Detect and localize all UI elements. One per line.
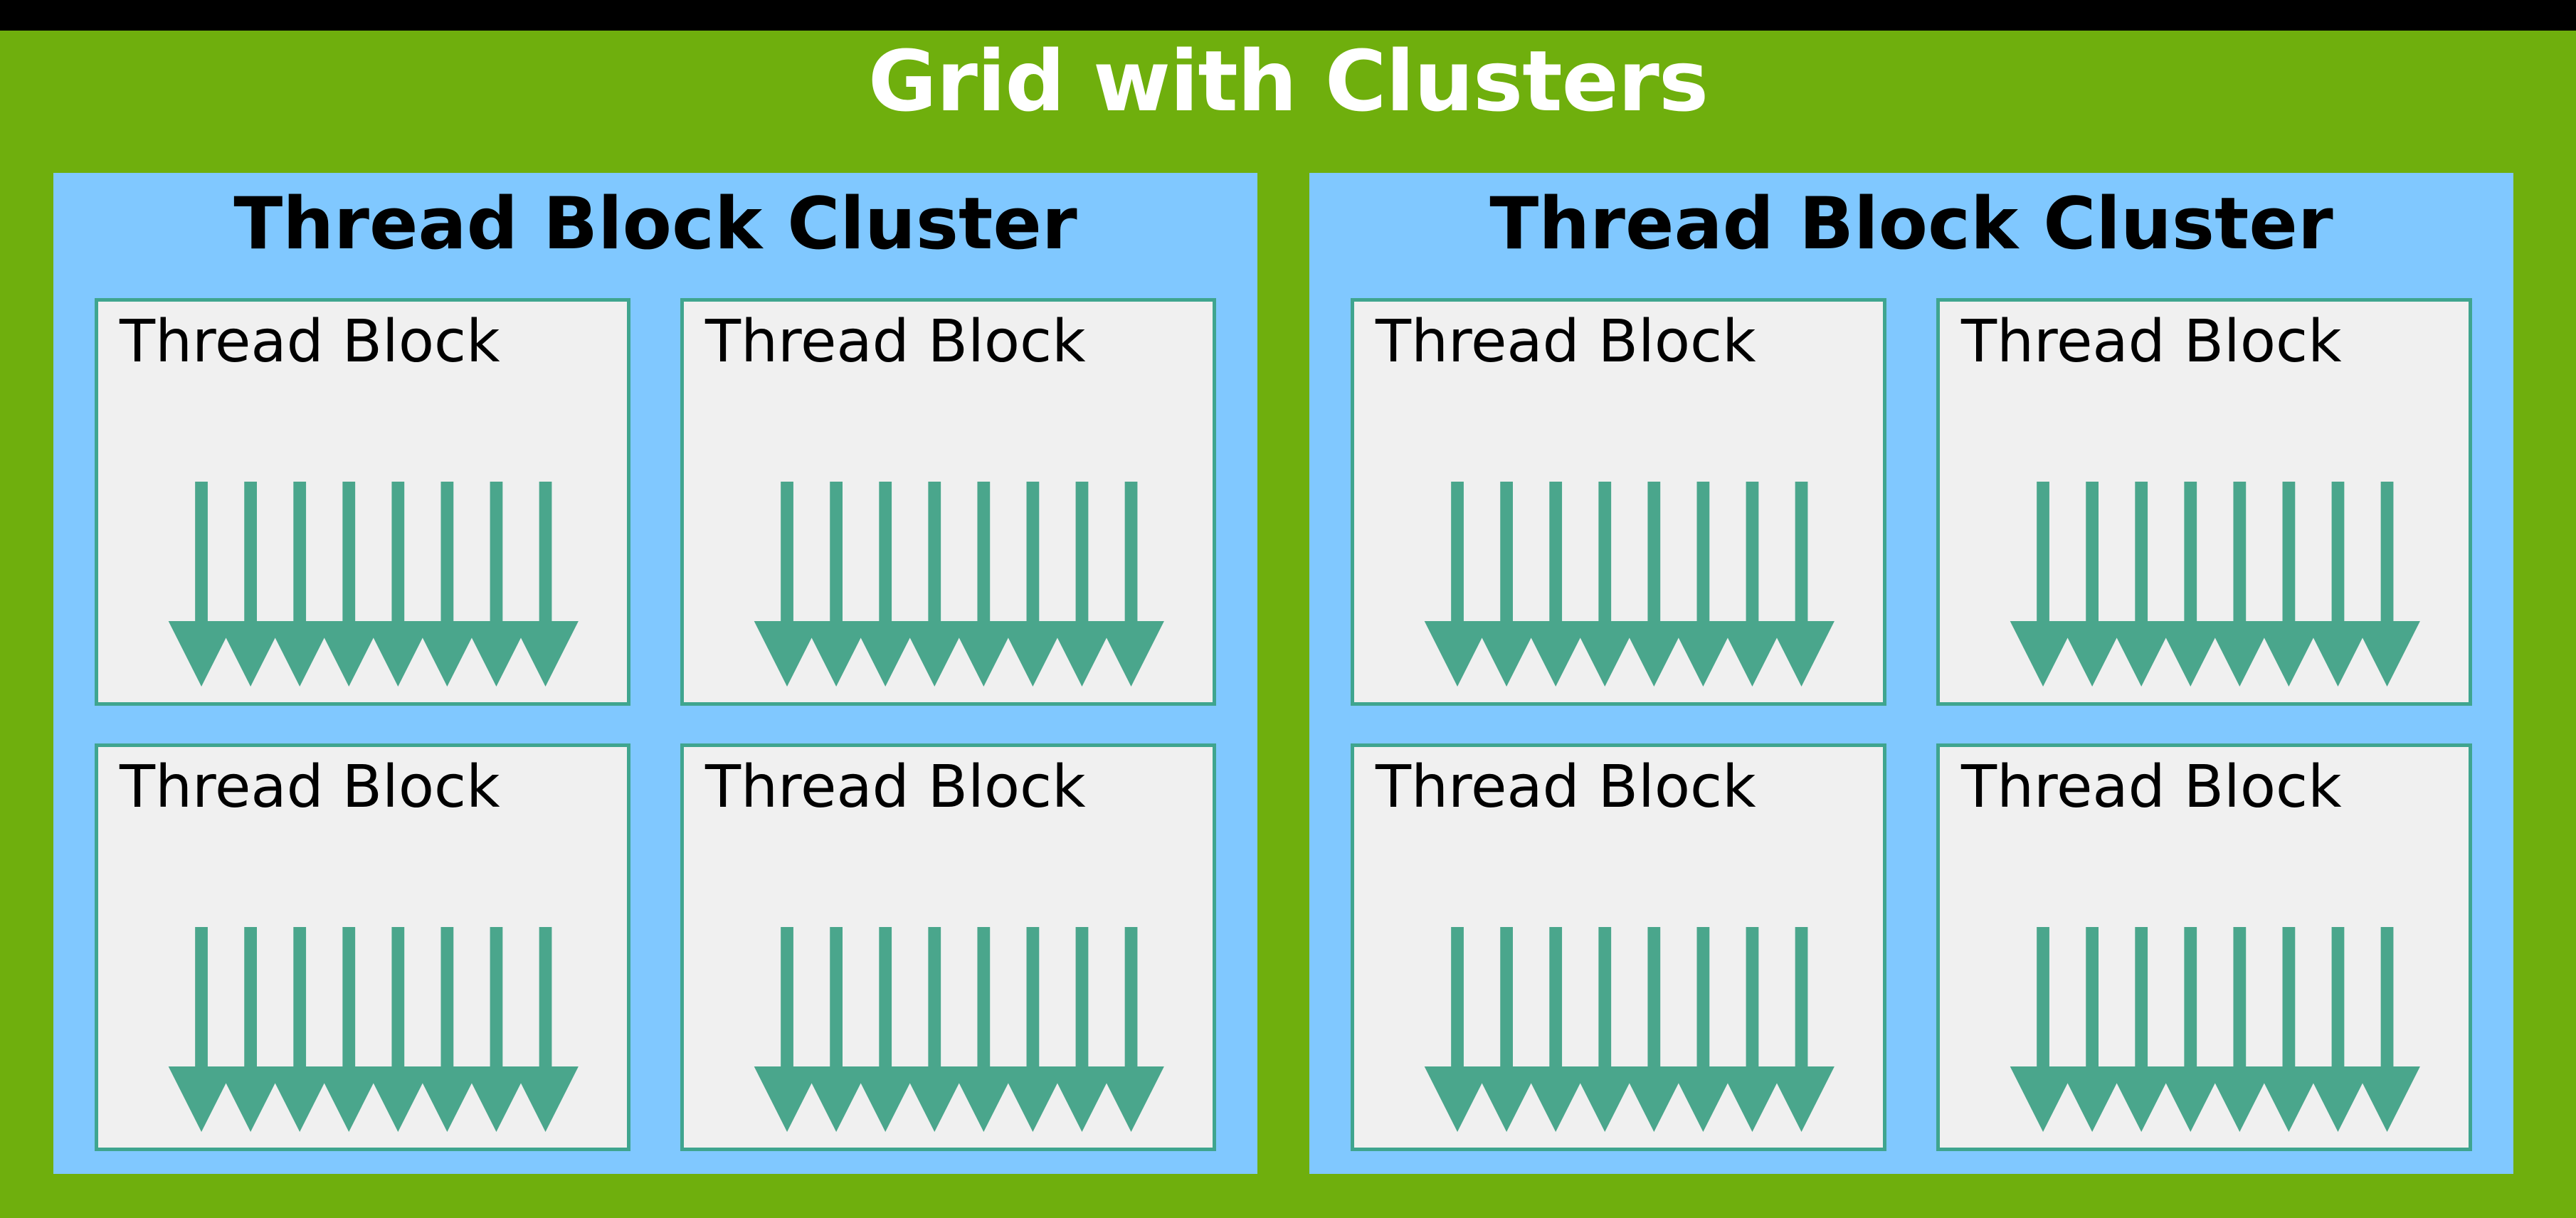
down-arrow-icon bbox=[754, 482, 1164, 687]
thread-block: Thread Block bbox=[680, 298, 1216, 706]
thread-block: Thread Block bbox=[1936, 298, 2472, 706]
down-arrow-icon bbox=[168, 482, 579, 687]
thread-arrow-group bbox=[98, 927, 627, 1135]
thread-block-label: Thread Block bbox=[1961, 753, 2342, 821]
thread-block-label: Thread Block bbox=[705, 308, 1086, 376]
thread-block: Thread Block bbox=[95, 298, 630, 706]
thread-block: Thread Block bbox=[1936, 743, 2472, 1151]
down-arrow-icon bbox=[1424, 927, 1835, 1132]
down-arrow-icon bbox=[168, 927, 579, 1132]
thread-block-label: Thread Block bbox=[120, 753, 500, 821]
down-arrow-icon bbox=[754, 927, 1164, 1132]
cluster-title: Thread Block Cluster bbox=[1489, 181, 2333, 265]
thread-arrow-group bbox=[1354, 927, 1883, 1135]
cluster-title: Thread Block Cluster bbox=[233, 181, 1077, 265]
down-arrow-icon bbox=[2010, 482, 2420, 687]
thread-block-label: Thread Block bbox=[1376, 308, 1756, 376]
thread-block-label: Thread Block bbox=[1376, 753, 1756, 821]
thread-arrow-group bbox=[1354, 482, 1883, 689]
thread-block: Thread Block bbox=[680, 743, 1216, 1151]
thread-block-label: Thread Block bbox=[705, 753, 1086, 821]
thread-block: Thread Block bbox=[1351, 298, 1886, 706]
thread-arrow-group bbox=[1940, 927, 2469, 1135]
thread-block: Thread Block bbox=[1351, 743, 1886, 1151]
thread-block-cluster-2: Thread Block Cluster Thread Block bbox=[1309, 173, 2513, 1174]
grid-panel: Grid with Clusters Thread Block Cluster … bbox=[0, 31, 2576, 1218]
thread-block-cluster-1: Thread Block Cluster Thread Block bbox=[53, 173, 1257, 1174]
top-black-bar bbox=[0, 0, 2576, 31]
thread-arrow-group bbox=[98, 482, 627, 689]
block-grid: Thread Block bbox=[1351, 298, 2472, 1151]
thread-block-label: Thread Block bbox=[120, 308, 500, 376]
page-title: Grid with Clusters bbox=[867, 32, 1709, 130]
thread-arrow-group bbox=[684, 927, 1213, 1135]
block-grid: Thread Block bbox=[95, 298, 1216, 1151]
down-arrow-icon bbox=[2010, 927, 2420, 1132]
down-arrow-icon bbox=[1424, 482, 1835, 687]
thread-block-label: Thread Block bbox=[1961, 308, 2342, 376]
thread-arrow-group bbox=[1940, 482, 2469, 689]
thread-block: Thread Block bbox=[95, 743, 630, 1151]
thread-arrow-group bbox=[684, 482, 1213, 689]
